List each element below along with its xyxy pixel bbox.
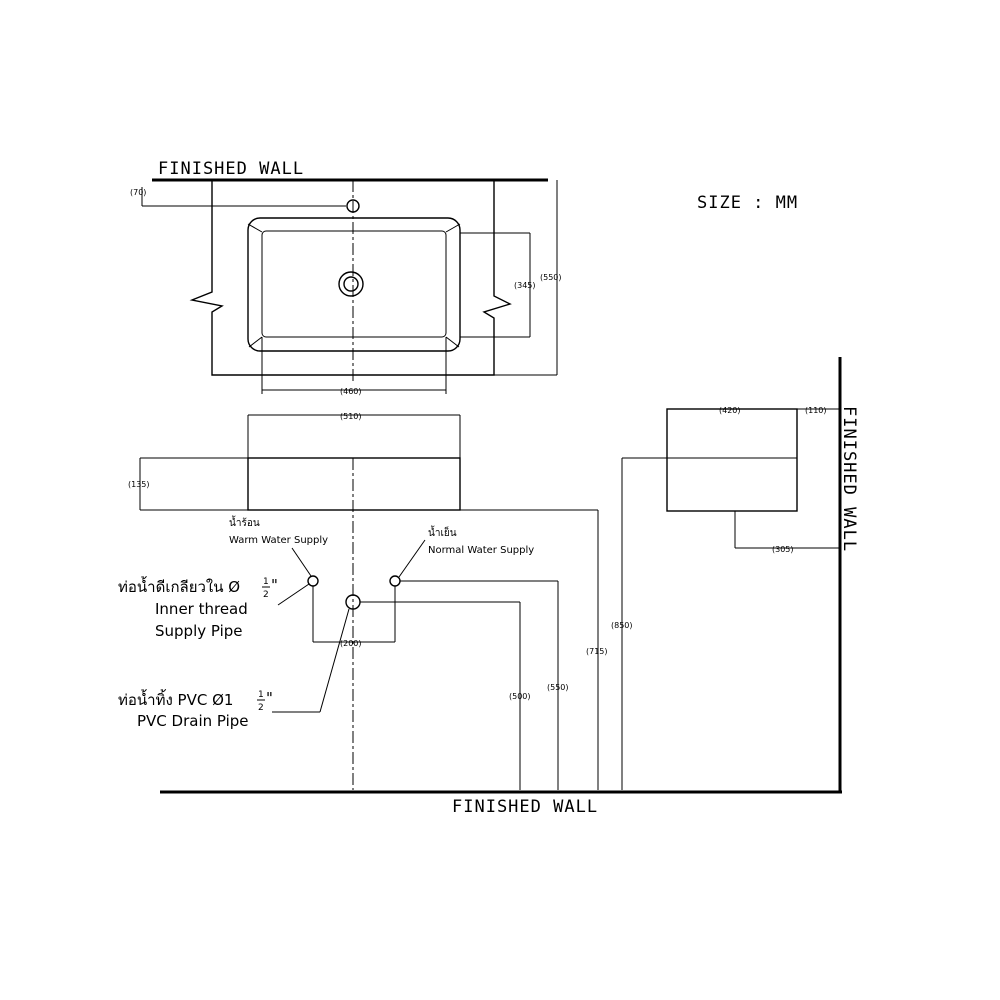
dim-135: (135) [128, 480, 150, 489]
side-elevation: FINISHED WALL (420) (110) (305) (850) [611, 357, 859, 792]
basin-side [666, 408, 798, 512]
drain-frac-num: 1 [258, 690, 264, 700]
warm-leader [291, 547, 312, 577]
dim-550-plan: (550) [540, 273, 562, 282]
dim-500: (500) [509, 692, 531, 701]
normal-water-pipe [389, 575, 401, 587]
warm-thai-label: น้ำร้อน [229, 515, 260, 529]
dim-200: (200) [340, 639, 362, 648]
basin-inner [261, 230, 447, 338]
normal-leader [398, 539, 426, 578]
top-wall-label: FINISHED WALL [158, 159, 304, 179]
drain-thai-label: ท่อน้ำทิ้ง PVC Ø1 [118, 689, 233, 709]
supply-inch: " [271, 576, 278, 594]
supply-thai-label: ท่อน้ำดีเกลียวใน Ø [118, 576, 240, 596]
drain-outer [338, 271, 364, 297]
right-wall-label: FINISHED WALL [839, 406, 859, 552]
basin-corner-tr [445, 223, 461, 233]
warm-en-label: Warm Water Supply [229, 535, 328, 546]
supply-en1-label: Inner thread [155, 600, 248, 618]
basin-corner-br [445, 336, 460, 348]
bottom-wall-label: FINISHED WALL [452, 797, 598, 817]
front-elevation: (510) (135) (200) (500) (550) (715) น้ำร… [118, 412, 842, 817]
size-label: SIZE : MM [697, 193, 798, 213]
dim-305: (305) [772, 545, 794, 554]
basin-outer [247, 217, 461, 352]
drain-inner [343, 276, 359, 292]
dim-460: (460) [340, 387, 362, 396]
dim-510: (510) [340, 412, 362, 421]
supply-frac-den: 2 [263, 590, 269, 600]
supply-en2-label: Supply Pipe [155, 622, 243, 640]
plan-view: FINISHED WALL (70) (345) (550) [130, 159, 562, 396]
dim-850: (850) [611, 621, 633, 630]
drain-frac-den: 2 [258, 703, 264, 713]
warm-water-pipe [307, 575, 319, 587]
normal-en-label: Normal Water Supply [428, 545, 534, 556]
dim-110: (110) [805, 406, 827, 415]
supply-leader [277, 583, 310, 606]
drain-inch: " [266, 689, 273, 707]
dim-345: (345) [514, 281, 536, 290]
normal-thai-label: น้ำเย็น [428, 525, 457, 539]
basin-corner-bl [248, 336, 263, 348]
drain-leader-diag [319, 608, 350, 713]
dim-550-height: (550) [547, 683, 569, 692]
basin-elevation [247, 457, 461, 511]
dim-420: (420) [719, 406, 741, 415]
supply-frac-num: 1 [263, 577, 269, 587]
basin-corner-tl [247, 223, 263, 233]
dim-715: (715) [586, 647, 608, 656]
dim-70: (70) [130, 188, 146, 197]
drain-en-label: PVC Drain Pipe [137, 712, 249, 730]
